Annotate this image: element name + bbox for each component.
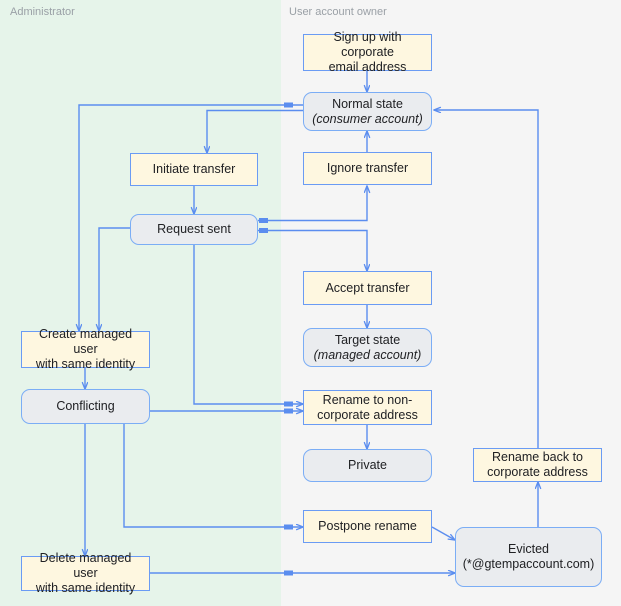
node-label-line1: Normal state — [332, 96, 403, 111]
node-accept-transfer[interactable]: Accept transfer — [303, 271, 432, 305]
node-conflicting[interactable]: Conflicting — [21, 389, 150, 424]
node-label-line1: Target state — [334, 332, 401, 347]
node-rename-back-to-corporate-address[interactable]: Rename back to corporate address — [473, 448, 602, 482]
node-label-line2: (managed account) — [313, 347, 422, 362]
node-label-line1: Rename to non- — [322, 392, 413, 407]
node-label-line1: Sign up with corporate — [333, 30, 402, 59]
node-label-line2: with same identity — [35, 581, 136, 595]
node-label-line1: Postpone rename — [318, 519, 417, 533]
node-private[interactable]: Private — [303, 449, 432, 482]
node-create-managed-user-with-same-identity[interactable]: Create managed user with same identity — [21, 327, 150, 371]
node-ignore-transfer[interactable]: Ignore transfer — [303, 152, 432, 185]
node-label-line1: Initiate transfer — [152, 162, 236, 176]
node-target-state[interactable]: Target state (managed account) — [303, 328, 432, 367]
node-label-line2: corporate address — [487, 465, 588, 479]
swimlane-label-administrator: Administrator — [10, 6, 75, 18]
node-sign-up-with-corporate-email-address[interactable]: Sign up with corporate email address — [303, 30, 432, 74]
node-label-line1: Private — [348, 458, 387, 472]
node-label-line1: Ignore transfer — [326, 161, 409, 175]
swimlane-administrator — [0, 0, 281, 606]
node-postpone-rename[interactable]: Postpone rename — [303, 510, 432, 543]
node-label-line2: (consumer account) — [312, 111, 423, 126]
node-rename-to-non-corporate-address[interactable]: Rename to non- corporate address — [303, 390, 432, 425]
node-label-line2: with same identity — [35, 357, 136, 371]
node-label-line1: Conflicting — [56, 399, 115, 413]
node-label-line1: Evicted — [508, 542, 549, 556]
node-label-line2: email address — [328, 60, 407, 74]
node-label-line2: corporate address — [317, 407, 418, 422]
node-label-line1: Request sent — [157, 222, 231, 236]
node-request-sent[interactable]: Request sent — [130, 214, 258, 245]
swimlane-label-user-account-owner: User account owner — [289, 6, 387, 18]
node-label-line1: Create managed user — [38, 327, 133, 356]
node-label-line1: Accept transfer — [325, 280, 410, 295]
node-label-line1: Rename back to — [491, 450, 583, 464]
node-delete-managed-user-with-same-identity[interactable]: Delete managed user with same identity — [21, 551, 150, 595]
node-initiate-transfer[interactable]: Initiate transfer — [130, 153, 258, 186]
node-evicted[interactable]: Evicted (*@gtempaccount.com) — [455, 527, 602, 587]
node-label-line1: Delete managed user — [39, 551, 132, 580]
node-label-line2: (*@gtempaccount.com) — [462, 557, 595, 571]
node-normal-state[interactable]: Normal state (consumer account) — [303, 92, 432, 131]
